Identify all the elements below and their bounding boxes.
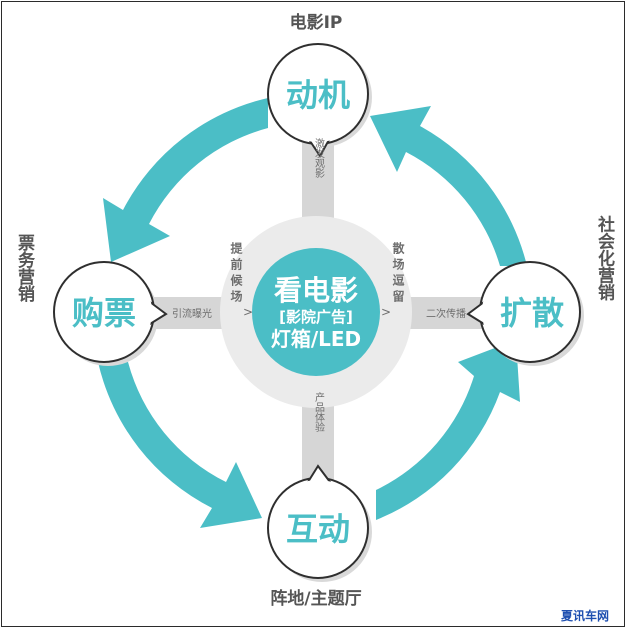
- arrow-left-to-bottom: [98, 362, 262, 528]
- node-right: [466, 261, 584, 366]
- center-title: 看电影: [274, 274, 358, 307]
- center-line3: 灯箱/LED: [271, 327, 361, 351]
- center-subtitle: [影院广告]: [279, 308, 353, 326]
- center-teal-circle: [252, 248, 380, 376]
- inner-chevron-right-icon: >: [381, 305, 391, 319]
- node-label-right: 扩散: [500, 294, 564, 332]
- connector-label-bottom: 产品体验: [313, 391, 325, 433]
- connector-label-top: 激发观影: [313, 137, 325, 179]
- inner-chevron-left-icon: >: [243, 305, 253, 319]
- arrow-right-to-top: [370, 106, 527, 266]
- watermark: 夏讯车网: [561, 608, 609, 623]
- outer-label-bottom: 阵地/主题厅: [270, 588, 361, 609]
- node-left: [53, 261, 168, 366]
- outer-label-right: 社会化营销: [594, 214, 616, 301]
- outer-label-top: 电影IP: [290, 12, 343, 33]
- arrow-top-to-left: [103, 98, 268, 262]
- arrow-bottom-to-right: [376, 340, 520, 520]
- inner-text-left: 提前候场: [229, 241, 243, 306]
- connector-label-left: 引流曝光: [172, 307, 212, 320]
- node-bottom: [267, 464, 372, 582]
- node-top: [267, 43, 372, 158]
- node-label-top: 动机: [286, 76, 350, 114]
- cycle-arrows: [98, 98, 527, 528]
- inner-text-right: 散场逗留: [391, 241, 405, 306]
- node-label-left: 购票: [72, 294, 136, 332]
- node-label-bottom: 互动: [286, 510, 350, 548]
- outer-label-left: 票务营销: [14, 234, 35, 303]
- connector-label-right: 二次传播: [426, 307, 466, 320]
